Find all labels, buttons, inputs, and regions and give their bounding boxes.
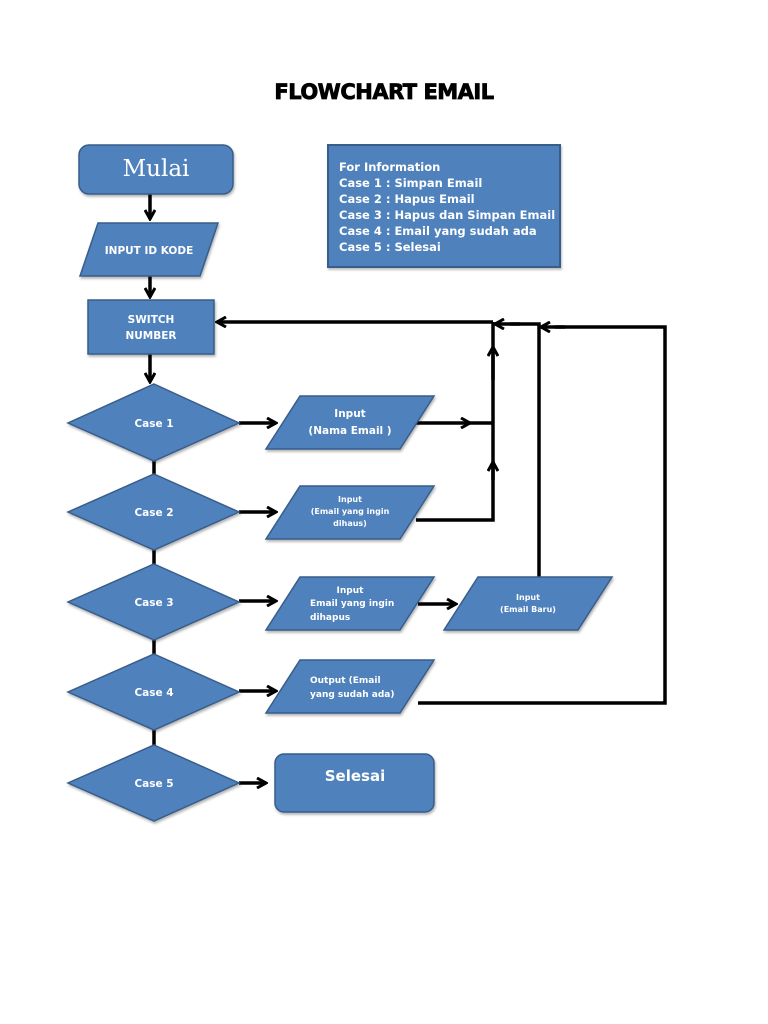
connectors: [150, 194, 667, 783]
case1-decision: [66, 383, 241, 462]
edge-io3new-return: [510, 322, 541, 578]
io-case3-line-1: Input: [337, 586, 365, 596]
switch-label-line-1: SWITCH: [128, 314, 175, 326]
start-label: Mulai: [123, 156, 190, 182]
end-label: Selesai: [325, 767, 385, 785]
edge-io2-return: [416, 466, 495, 522]
case3-decision: [66, 563, 241, 641]
input-id-parallelogram: [78, 222, 220, 277]
end-terminator: [274, 753, 435, 813]
io-case3-new-parallelogram: [442, 576, 614, 631]
switch-process: [87, 299, 215, 355]
io-case3-new-line-2: (Email Baru): [500, 605, 556, 614]
info-line-case-4: Case 4 : Email yang sudah ada: [339, 224, 537, 238]
io-case4-parallelogram: [264, 659, 436, 714]
case3-label: Case 3: [134, 597, 173, 609]
io-case1-parallelogram: [264, 395, 436, 450]
io-case3-new-line-1: Input: [516, 593, 540, 602]
case2-label: Case 2: [134, 507, 173, 519]
info-line-case-1: Case 1 : Simpan Email: [339, 176, 483, 190]
io-case3-parallelogram: [264, 576, 436, 631]
case4-decision: [66, 653, 241, 731]
io-case2-line-3: dihaus): [333, 519, 367, 528]
switch-label-line-2: NUMBER: [125, 330, 176, 342]
case4-label: Case 4: [134, 687, 173, 699]
page-title: FLOWCHART EMAIL: [274, 80, 495, 105]
io-case1-line-2: (Nama Email ): [308, 425, 391, 437]
info-line-case-2: Case 2 : Hapus Email: [339, 192, 475, 206]
io-case4-line-1: Output (Email: [310, 676, 381, 686]
case1-label: Case 1: [134, 418, 173, 430]
io-case1-line-1: Input: [334, 408, 365, 420]
io-case3-line-2: Email yang ingin: [310, 599, 394, 609]
io-case2-parallelogram: [264, 485, 436, 540]
info-line-case-3: Case 3 : Hapus dan Simpan Email: [339, 208, 556, 222]
start-terminator: [78, 144, 234, 195]
io-case4-line-2: yang sudah ada): [310, 690, 394, 700]
case5-decision: [66, 744, 241, 822]
io-case2-line-2: (Email yang ingin: [311, 507, 390, 516]
info-line-case-5: Case 5 : Selesai: [339, 240, 441, 254]
edge-io4-return: [418, 325, 667, 705]
input-id-label: INPUT ID KODE: [105, 245, 194, 257]
case2-decision: [66, 473, 241, 551]
info-heading: For Information: [339, 160, 441, 174]
info-box: For Information Case 1 : Simpan Email Ca…: [327, 144, 561, 268]
io-case2-line-1: Input: [338, 495, 362, 504]
case5-label: Case 5: [134, 778, 173, 790]
io-case3-line-3: dihapus: [310, 613, 350, 623]
